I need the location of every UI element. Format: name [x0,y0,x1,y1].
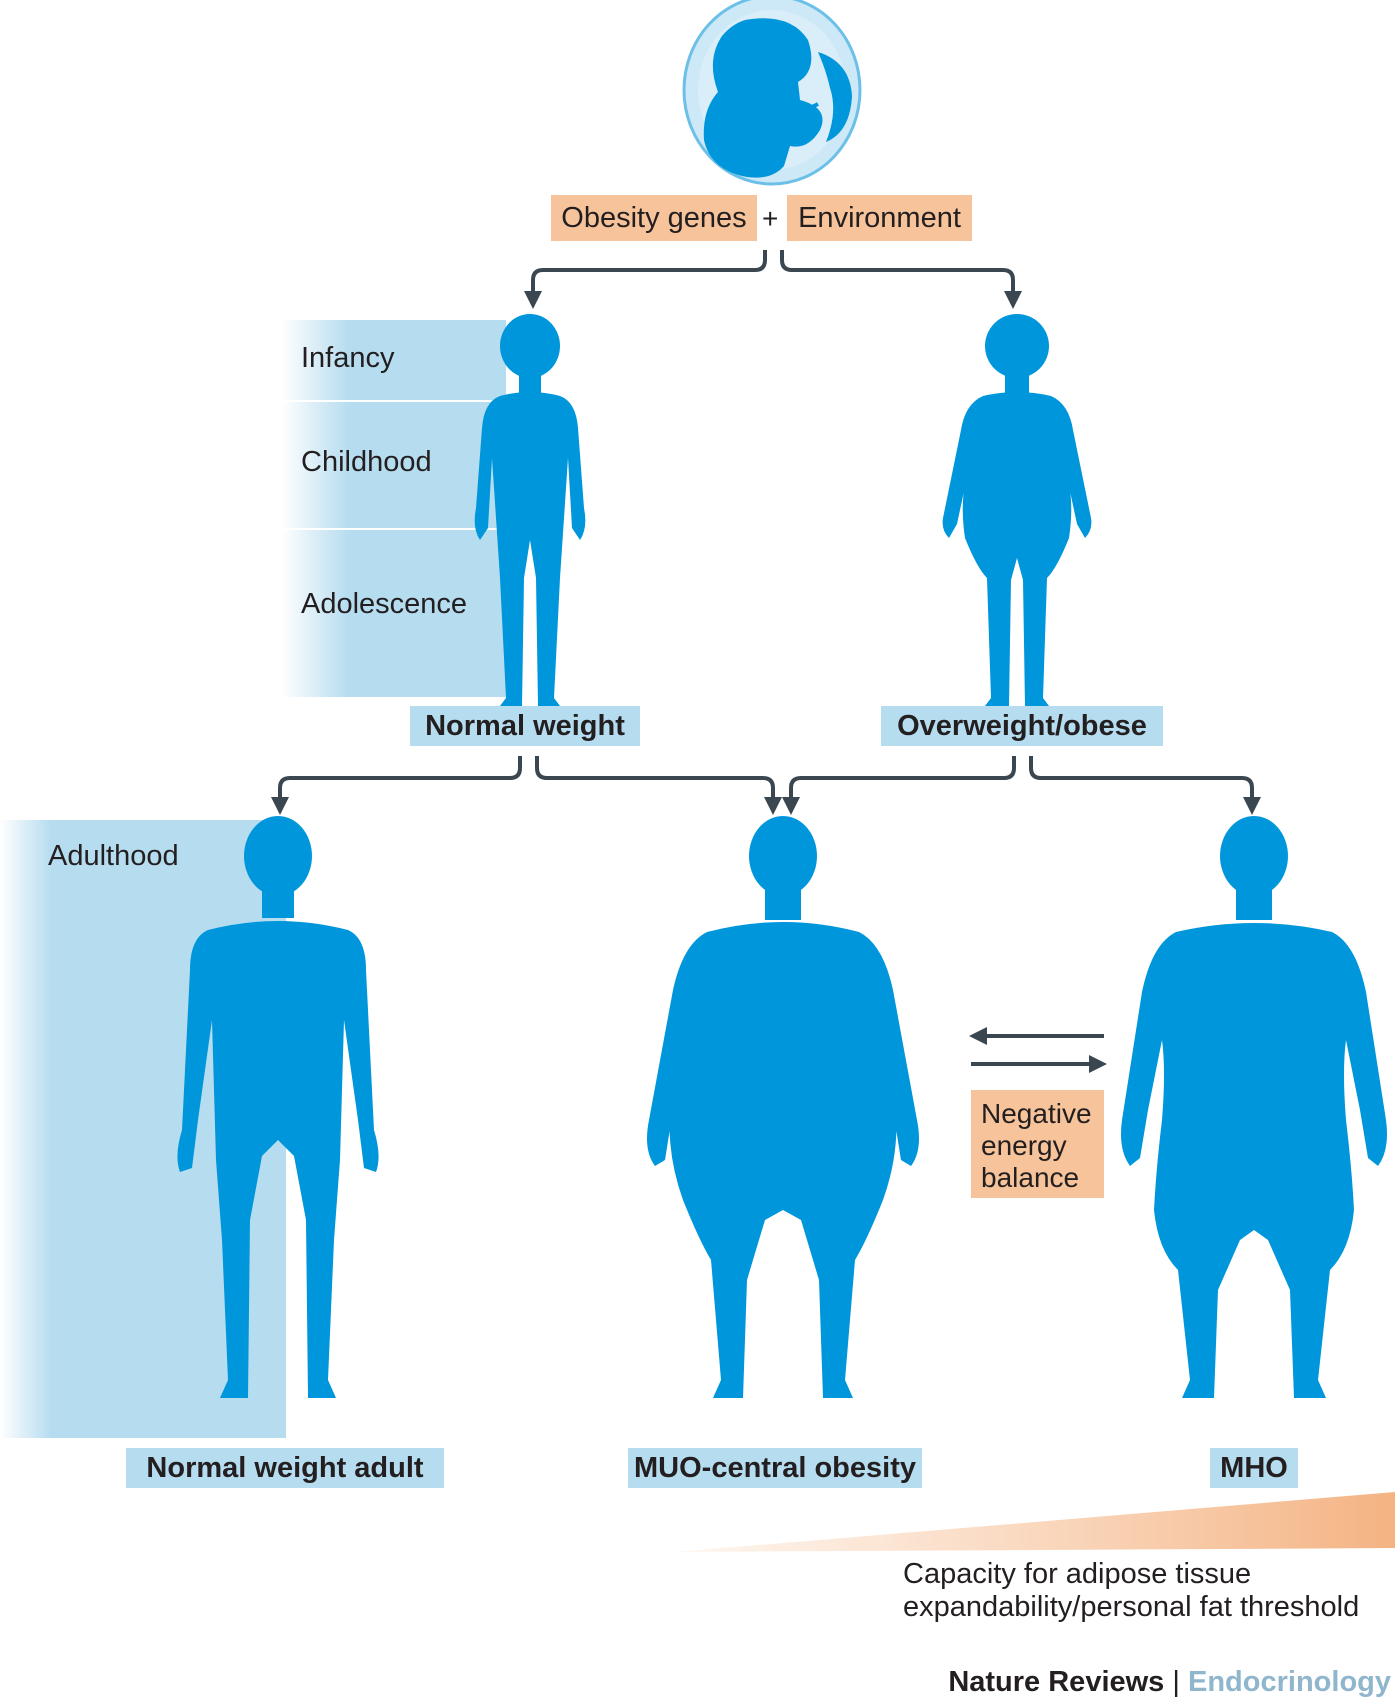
normal-weight-label: Normal weight [410,706,640,746]
balance-line: balance [981,1162,1080,1193]
journal-section: Endocrinology [1188,1666,1391,1698]
arrow-to-muo [782,756,1016,815]
childhood-stage-band [282,320,506,697]
negative-energy-balance-box: Negative energy balance [971,1090,1104,1198]
obesity-genes-label: Obesity genes [551,195,757,241]
child-silhouette-icon [474,314,586,706]
stage-adulthood: Adulthood [48,840,179,872]
caption-line: Capacity for adipose tissue [903,1558,1252,1590]
expandability-gradient-wedge [675,1492,1395,1552]
arrow-to-normal-weight [524,250,767,309]
adult-silhouette-icon [647,816,919,1398]
normal-weight-adult-label: Normal weight adult [126,1448,444,1488]
arrow-to-mho [1029,756,1261,815]
environment-label: Environment [787,195,972,241]
fetus-in-womb-icon [682,0,862,186]
journal-footer: Nature Reviews | Endocrinology [948,1666,1391,1699]
mho-label: MHO [1210,1448,1298,1488]
balance-line: energy [981,1130,1067,1161]
adult-silhouette-icon [1121,816,1387,1398]
arrow-to-overweight [780,250,1022,309]
muo-label: MUO-central obesity [628,1448,922,1488]
arrow-to-muo [535,756,782,815]
arrow-to-normal-adult [271,756,522,815]
footer-separator: | [1172,1666,1180,1698]
caption-line: expandability/personal fat threshold [903,1591,1360,1623]
stage-divider [282,528,506,530]
stage-infancy: Infancy [301,342,395,374]
journal-name: Nature Reviews [948,1666,1165,1698]
stage-adolescence: Adolescence [301,588,468,620]
expandability-caption: Capacity for adipose tissue expandabilit… [903,1558,1359,1624]
balance-line: Negative [981,1098,1092,1129]
child-silhouette-icon [942,314,1092,706]
stage-childhood: Childhood [301,446,432,478]
plus-sign: + [762,203,779,234]
stage-divider [282,400,506,402]
overweight-obese-label: Overweight/obese [881,706,1163,746]
adult-silhouette-icon [177,816,379,1398]
